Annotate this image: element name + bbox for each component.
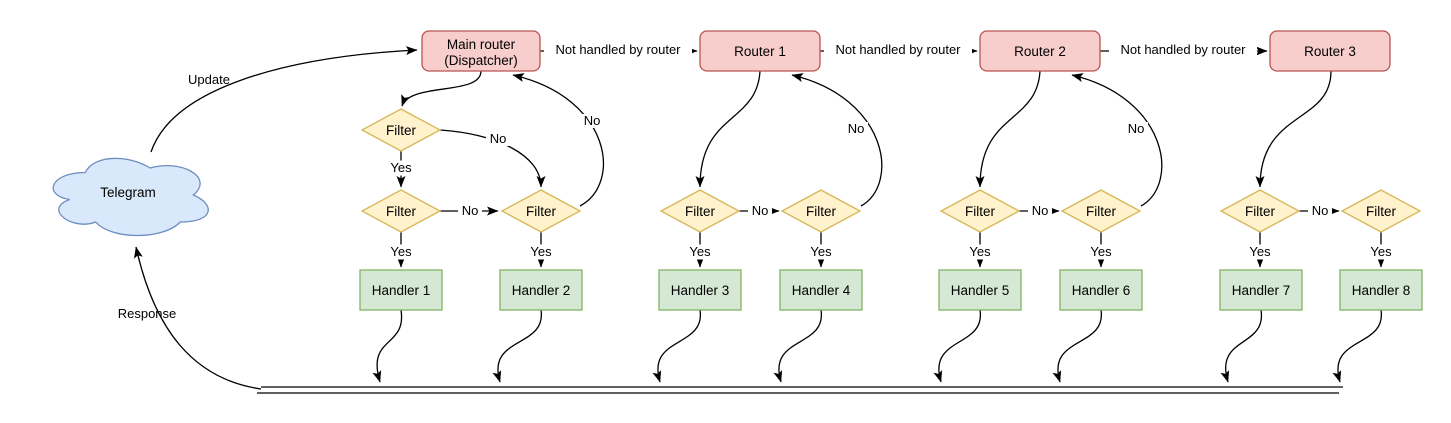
main-router-label-line2: (Dispatcher) bbox=[444, 53, 518, 68]
handler-1-box bbox=[359, 269, 443, 311]
label-backgrounds bbox=[387, 42, 1395, 260]
handler-6-box bbox=[1059, 269, 1143, 311]
edge-main-router-to-filter bbox=[401, 70, 482, 107]
filter-label-g2-left: Filter bbox=[685, 204, 716, 219]
edge-router2-to-filter bbox=[975, 70, 1041, 188]
update-label: Update bbox=[188, 72, 230, 87]
handler-3-label: Handler 3 bbox=[671, 283, 730, 298]
yes-label-g1-top: Yes bbox=[390, 160, 412, 175]
telegram-cloud bbox=[52, 157, 209, 237]
edge-router1-to-filter bbox=[695, 70, 761, 188]
edge-no-return-main-router bbox=[512, 73, 605, 207]
handler-5-label: Handler 5 bbox=[951, 283, 1010, 298]
yes-label-h6: Yes bbox=[1090, 244, 1112, 259]
router-2-box bbox=[979, 30, 1101, 72]
handler-4-label: Handler 4 bbox=[792, 283, 851, 298]
filter-diamond-g2-right bbox=[780, 189, 862, 233]
edge-handler1-to-bus bbox=[372, 309, 403, 383]
router-3-label: Router 3 bbox=[1304, 44, 1356, 59]
handler-6-label: Handler 6 bbox=[1072, 283, 1131, 298]
filter-label-g4-left: Filter bbox=[1245, 204, 1276, 219]
no-label-between-g3: No bbox=[1032, 203, 1049, 218]
filter-diamond-g1-top bbox=[360, 108, 442, 152]
no-label-g1-top-filter: No bbox=[490, 131, 507, 146]
handler-3-box bbox=[658, 269, 742, 311]
no-label-return-router2: No bbox=[1128, 121, 1145, 136]
handler-5-box bbox=[938, 269, 1022, 311]
edge-handler3-to-bus bbox=[652, 309, 701, 383]
yes-label-h4: Yes bbox=[810, 244, 832, 259]
no-label-return-router1: No bbox=[848, 121, 865, 136]
filter-diamond-g4-left bbox=[1219, 189, 1301, 233]
filter-label-g2-right: Filter bbox=[806, 204, 837, 219]
not-handled-label-2: Not handled by router bbox=[835, 42, 961, 57]
filter-diamond-g3-right bbox=[1060, 189, 1142, 233]
handler-7-box bbox=[1219, 269, 1303, 311]
handler-2-box bbox=[499, 269, 583, 311]
handler-8-label: Handler 8 bbox=[1352, 283, 1411, 298]
filter-diamond-g1-left bbox=[360, 189, 442, 233]
no-label-between-g2: No bbox=[752, 203, 769, 218]
no-label-between-g4: No bbox=[1312, 203, 1329, 218]
handler-2-label: Handler 2 bbox=[512, 283, 571, 298]
edge-handler4-to-bus bbox=[773, 309, 822, 383]
yes-label-h8: Yes bbox=[1370, 244, 1392, 259]
edge-handler2-to-bus bbox=[492, 309, 542, 383]
not-handled-label-3: Not handled by router bbox=[1120, 42, 1246, 57]
edge-handler5-to-bus bbox=[933, 309, 981, 383]
response-label: Response bbox=[118, 306, 177, 321]
filter-diamond-g4-right bbox=[1340, 189, 1422, 233]
filter-label-g3-left: Filter bbox=[965, 204, 996, 219]
yes-label-h1: Yes bbox=[390, 244, 412, 259]
filter-label-g1-top: Filter bbox=[386, 123, 417, 138]
edge-update bbox=[150, 46, 418, 153]
handler-4-box bbox=[779, 269, 863, 311]
handler-1-label: Handler 1 bbox=[372, 283, 431, 298]
telegram-label: Telegram bbox=[100, 185, 156, 200]
filter-label-g4-right: Filter bbox=[1366, 204, 1397, 219]
filter-diamond-g1-right bbox=[500, 189, 582, 233]
edge-router3-to-filter bbox=[1255, 70, 1332, 188]
edge-filter-no-curve-g1 bbox=[439, 129, 546, 188]
filter-diamond-g3-left bbox=[939, 189, 1021, 233]
yes-label-h3: Yes bbox=[689, 244, 711, 259]
filter-label-g3-right: Filter bbox=[1086, 204, 1117, 219]
router-1-label: Router 1 bbox=[734, 44, 786, 59]
edge-handler8-to-bus bbox=[1332, 309, 1382, 383]
edge-no-return-router1 bbox=[791, 73, 883, 207]
filter-label-g1-right: Filter bbox=[526, 204, 557, 219]
edges-layer bbox=[133, 46, 1386, 394]
filter-label-g1-left: Filter bbox=[386, 204, 417, 219]
handler-7-label: Handler 7 bbox=[1232, 283, 1291, 298]
yes-label-h2: Yes bbox=[530, 244, 552, 259]
filter-diamond-g2-left bbox=[659, 189, 741, 233]
main-router-label-line1: Main router bbox=[447, 37, 516, 52]
not-handled-label-1: Not handled by router bbox=[555, 42, 681, 57]
edge-response bbox=[133, 246, 262, 390]
yes-label-h5: Yes bbox=[969, 244, 991, 259]
no-label-between-g1: No bbox=[462, 203, 479, 218]
edge-handler6-to-bus bbox=[1052, 309, 1102, 383]
handler-8-box bbox=[1339, 269, 1423, 311]
edge-handler7-to-bus bbox=[1220, 309, 1262, 383]
main-router-box bbox=[421, 30, 541, 72]
yes-label-h7: Yes bbox=[1249, 244, 1271, 259]
router-1-box bbox=[699, 30, 821, 72]
router-2-label: Router 2 bbox=[1014, 44, 1066, 59]
router-3-box bbox=[1269, 30, 1391, 72]
no-label-return-main: No bbox=[584, 113, 601, 128]
edge-no-return-router2 bbox=[1071, 73, 1163, 207]
